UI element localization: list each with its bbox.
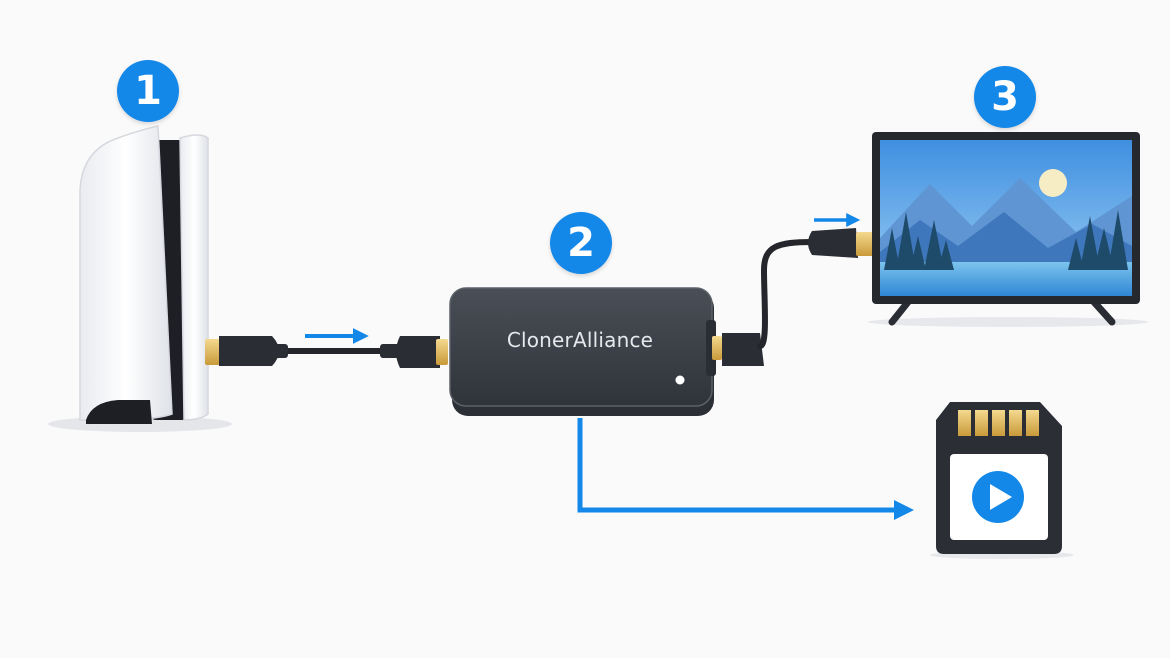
play-icon <box>972 471 1024 523</box>
record-arrow <box>577 418 914 520</box>
hdmi-cable-out <box>712 228 874 366</box>
capture-device-icon <box>449 287 716 416</box>
step-badge-2: 2 <box>550 212 612 274</box>
step-badge-3: 3 <box>974 66 1036 128</box>
hdmi-cable-in <box>205 336 448 368</box>
device-brand-label: ClonerAlliance <box>506 328 654 352</box>
tv-icon <box>868 132 1148 327</box>
game-console-icon <box>48 125 232 432</box>
step-badge-1: 1 <box>117 60 179 122</box>
